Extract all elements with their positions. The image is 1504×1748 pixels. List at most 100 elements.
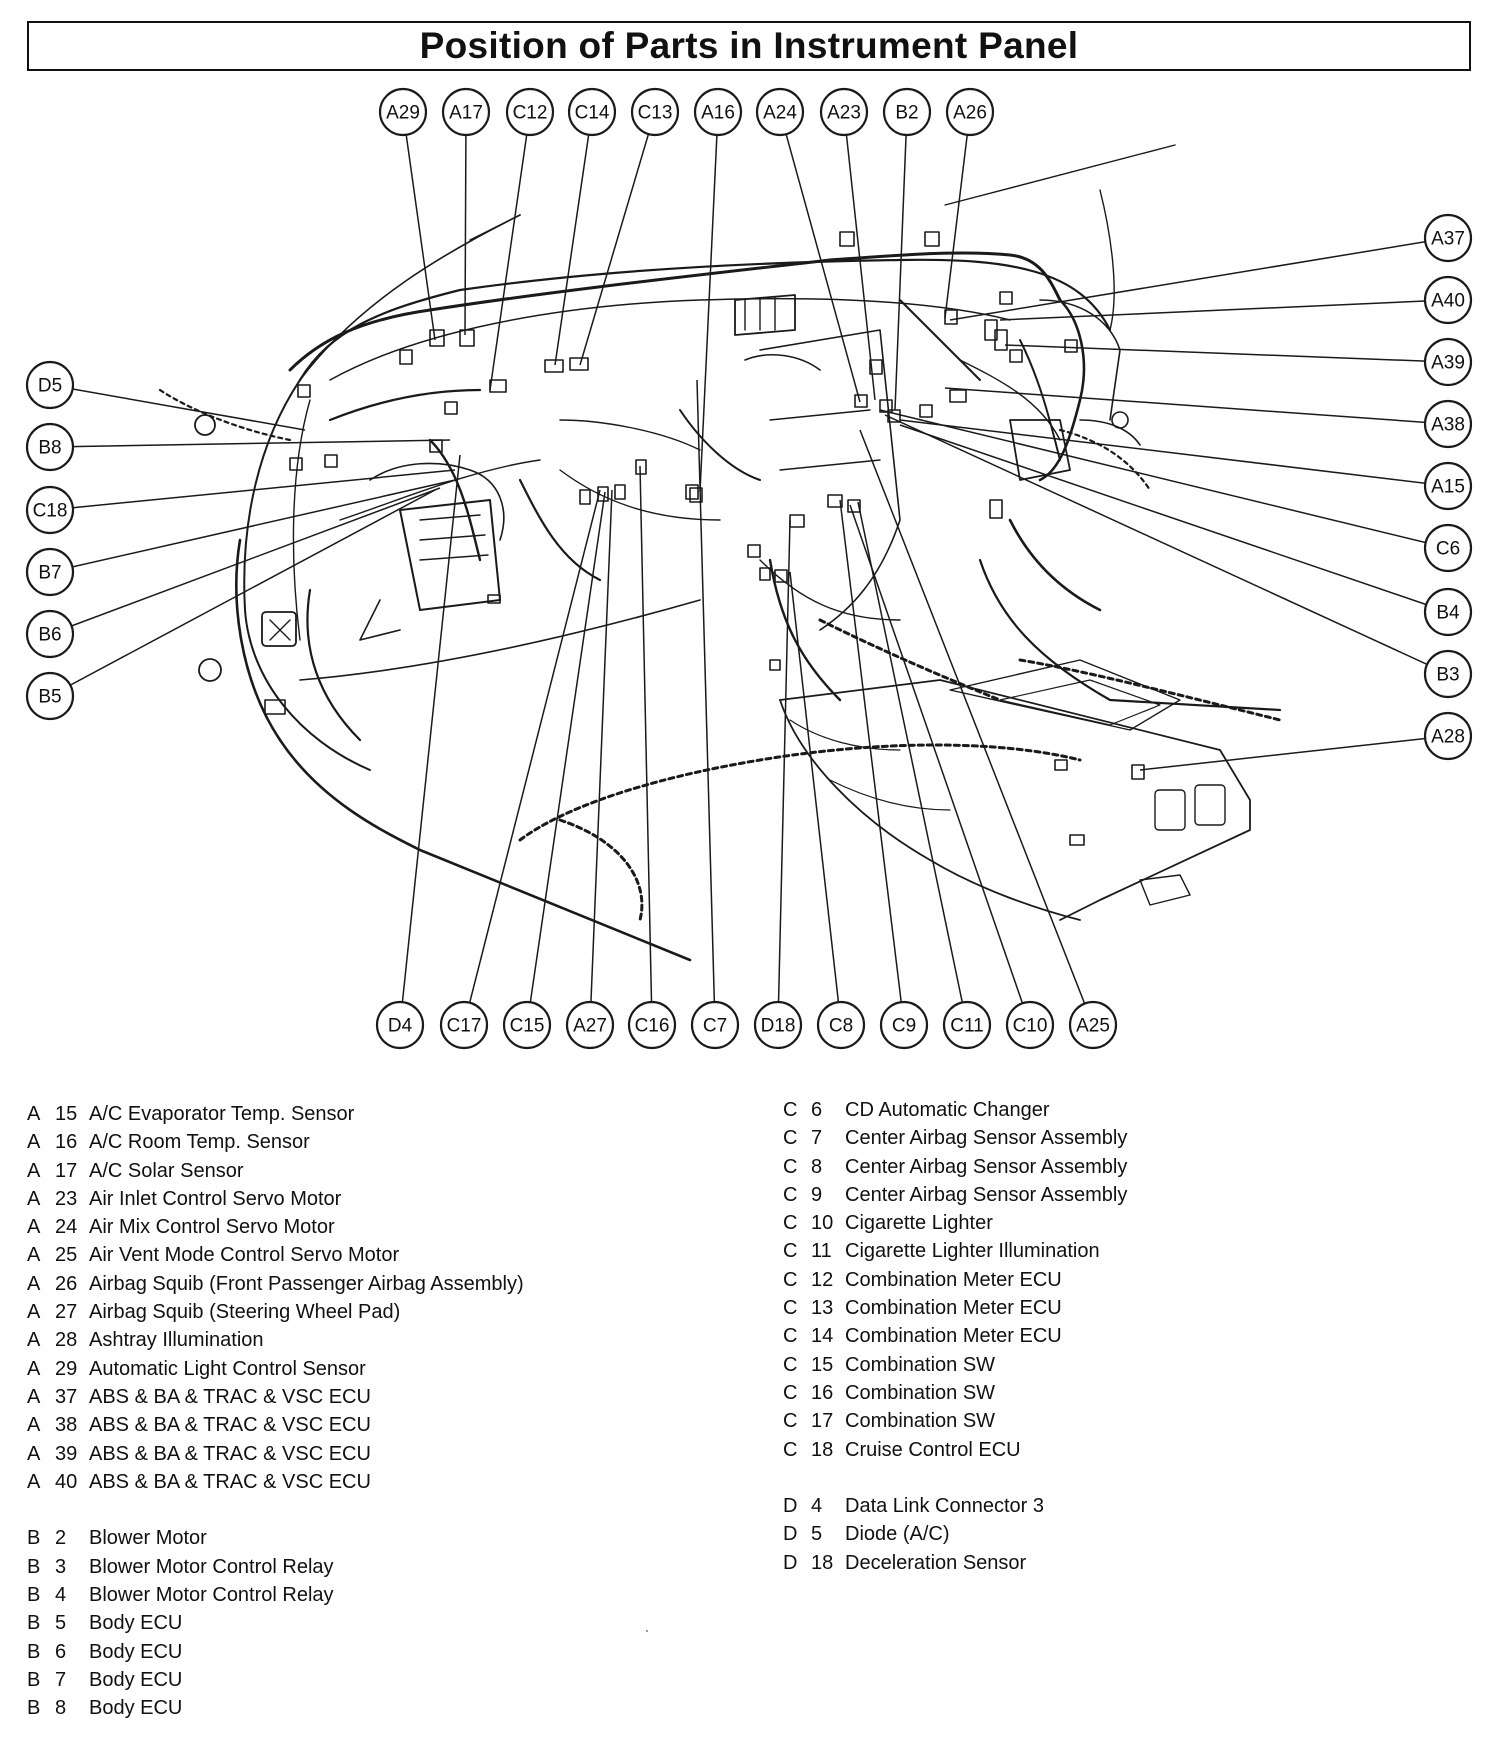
leader-line-a23 bbox=[843, 111, 876, 401]
legend-code: C 14 bbox=[783, 1322, 845, 1350]
leader-line-b5 bbox=[49, 489, 436, 697]
legend-number: 10 bbox=[811, 1212, 834, 1235]
callout-a17: A17 bbox=[441, 87, 491, 137]
callout-label: A17 bbox=[449, 103, 483, 124]
leader-line-a24 bbox=[779, 111, 861, 403]
legend-part-name: Center Airbag Sensor Assembly bbox=[845, 1127, 1128, 1150]
legend-number: 5 bbox=[55, 1612, 67, 1635]
callout-label: C13 bbox=[638, 103, 673, 124]
leader-line-c14 bbox=[554, 111, 593, 366]
callout-circle bbox=[1423, 399, 1473, 449]
legend-number: 12 bbox=[811, 1268, 834, 1291]
leader-line-a38 bbox=[944, 387, 1449, 425]
legend-letter: B bbox=[27, 1584, 41, 1607]
leader-line-b7 bbox=[49, 479, 456, 573]
legend-number: 37 bbox=[55, 1385, 78, 1408]
legend-letter: A bbox=[27, 1470, 41, 1493]
callout-label: B4 bbox=[1436, 603, 1460, 624]
legend-number: 38 bbox=[55, 1414, 78, 1437]
legend-letter: A bbox=[27, 1442, 41, 1465]
callout-circle bbox=[1423, 711, 1473, 761]
callout-label: C7 bbox=[703, 1016, 727, 1037]
legend-part-name: Body ECU bbox=[89, 1668, 183, 1691]
callout-label: D5 bbox=[38, 376, 62, 397]
stray-mark bbox=[646, 1630, 648, 1632]
callout-c7: C7 bbox=[690, 1000, 740, 1050]
leader-line-c10 bbox=[849, 504, 1031, 1026]
legend-number: 23 bbox=[55, 1187, 78, 1210]
callout-label: A24 bbox=[763, 103, 797, 124]
legend-part-name: Combination Meter ECU bbox=[845, 1268, 1062, 1291]
callout-circle bbox=[693, 87, 743, 137]
legend-part-name: Diode (A/C) bbox=[845, 1523, 950, 1546]
callout-circle bbox=[567, 87, 617, 137]
leader-line-c6 bbox=[879, 409, 1449, 549]
leader-line-d5 bbox=[49, 384, 306, 431]
legend-part-name: A/C Evaporator Temp. Sensor bbox=[89, 1103, 355, 1125]
legend-letter: C bbox=[783, 1353, 798, 1376]
callout-label: B8 bbox=[38, 438, 61, 459]
callout-a40: A40 bbox=[1423, 275, 1473, 325]
callout-circle bbox=[819, 87, 869, 137]
callout-a15: A15 bbox=[1423, 461, 1473, 511]
legend-letter: C bbox=[783, 1381, 798, 1404]
legend-part-name: A/C Room Temp. Sensor bbox=[89, 1131, 310, 1154]
callout-d18: D18 bbox=[753, 1000, 803, 1050]
legend-number: 9 bbox=[811, 1183, 823, 1206]
callout-c13: C13 bbox=[630, 87, 680, 137]
legend-letter: B bbox=[27, 1612, 41, 1635]
callout-a29: A29 bbox=[378, 87, 428, 137]
legend-part-name: ABS & BA & TRAC & VSC ECU bbox=[89, 1414, 371, 1437]
leader-line-a40 bbox=[999, 299, 1449, 321]
instrument-panel-diagram: A29A17C12C14C13A16A24A23B2A26D5B8C18B7B6… bbox=[25, 87, 1473, 1050]
callout-label: A27 bbox=[573, 1016, 607, 1037]
callout-label: A16 bbox=[701, 103, 735, 124]
callout-a28: A28 bbox=[1423, 711, 1473, 761]
legend-part-name: Combination Meter ECU bbox=[845, 1325, 1062, 1348]
legend-letter: C bbox=[783, 1325, 798, 1348]
legend-number: 14 bbox=[811, 1325, 834, 1348]
legend-number: 24 bbox=[55, 1216, 78, 1239]
callout-label: C17 bbox=[447, 1016, 482, 1037]
callout-label: B7 bbox=[38, 563, 61, 584]
legend-letter: A bbox=[27, 1357, 41, 1380]
callout-label: A38 bbox=[1431, 415, 1465, 436]
callout-label: C12 bbox=[513, 103, 548, 124]
callout-c12: C12 bbox=[505, 87, 555, 137]
legend-part-name: ABS & BA & TRAC & VSC ECU bbox=[89, 1442, 371, 1465]
callout-label: A25 bbox=[1076, 1016, 1110, 1037]
leader-line-c13 bbox=[579, 111, 656, 366]
legend-part-name: CD Automatic Changer bbox=[845, 1099, 1050, 1121]
legend-number: 4 bbox=[55, 1584, 67, 1607]
legend-number: 7 bbox=[811, 1127, 823, 1150]
legend-letter: B bbox=[27, 1697, 41, 1720]
callout-circle bbox=[502, 1000, 552, 1050]
callout-b4: B4 bbox=[1423, 587, 1473, 637]
legend-part-name: Air Vent Mode Control Servo Motor bbox=[89, 1244, 400, 1267]
callout-b8: B8 bbox=[25, 422, 75, 472]
